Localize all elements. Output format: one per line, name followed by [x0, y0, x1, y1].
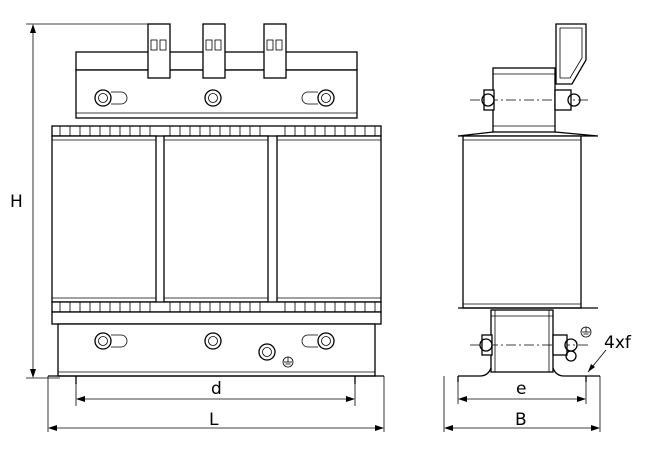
top-bolts [94, 89, 335, 107]
side-coil [458, 135, 598, 309]
top-bracket [457, 23, 599, 137]
bottom-laminations [51, 301, 382, 313]
terminal-2 [202, 23, 226, 79]
terminal-3 [263, 23, 287, 79]
top-laminations [51, 125, 382, 137]
front-dimensions: H d L [10, 23, 385, 432]
coils [51, 135, 382, 303]
bottom-bolts [94, 332, 335, 361]
side-dimensions: e B [443, 376, 601, 432]
bottom-bracket [457, 309, 600, 382]
hole-spacing-label: d [211, 379, 222, 399]
top-terminals [147, 23, 287, 79]
front-view [48, 23, 384, 384]
side-view: 4xf [457, 23, 632, 382]
mounting-hole-leader: 4xf [587, 333, 632, 373]
ground-icon [282, 356, 294, 368]
width-label: B [515, 410, 527, 430]
side-hole-spacing-label: e [516, 379, 526, 399]
height-label: H [10, 192, 23, 212]
length-label: L [209, 410, 219, 430]
terminal-1 [147, 23, 171, 79]
bottom-clamp [48, 311, 384, 384]
ground-icon-side [580, 326, 592, 338]
mounting-holes-label: 4xf [604, 333, 632, 353]
